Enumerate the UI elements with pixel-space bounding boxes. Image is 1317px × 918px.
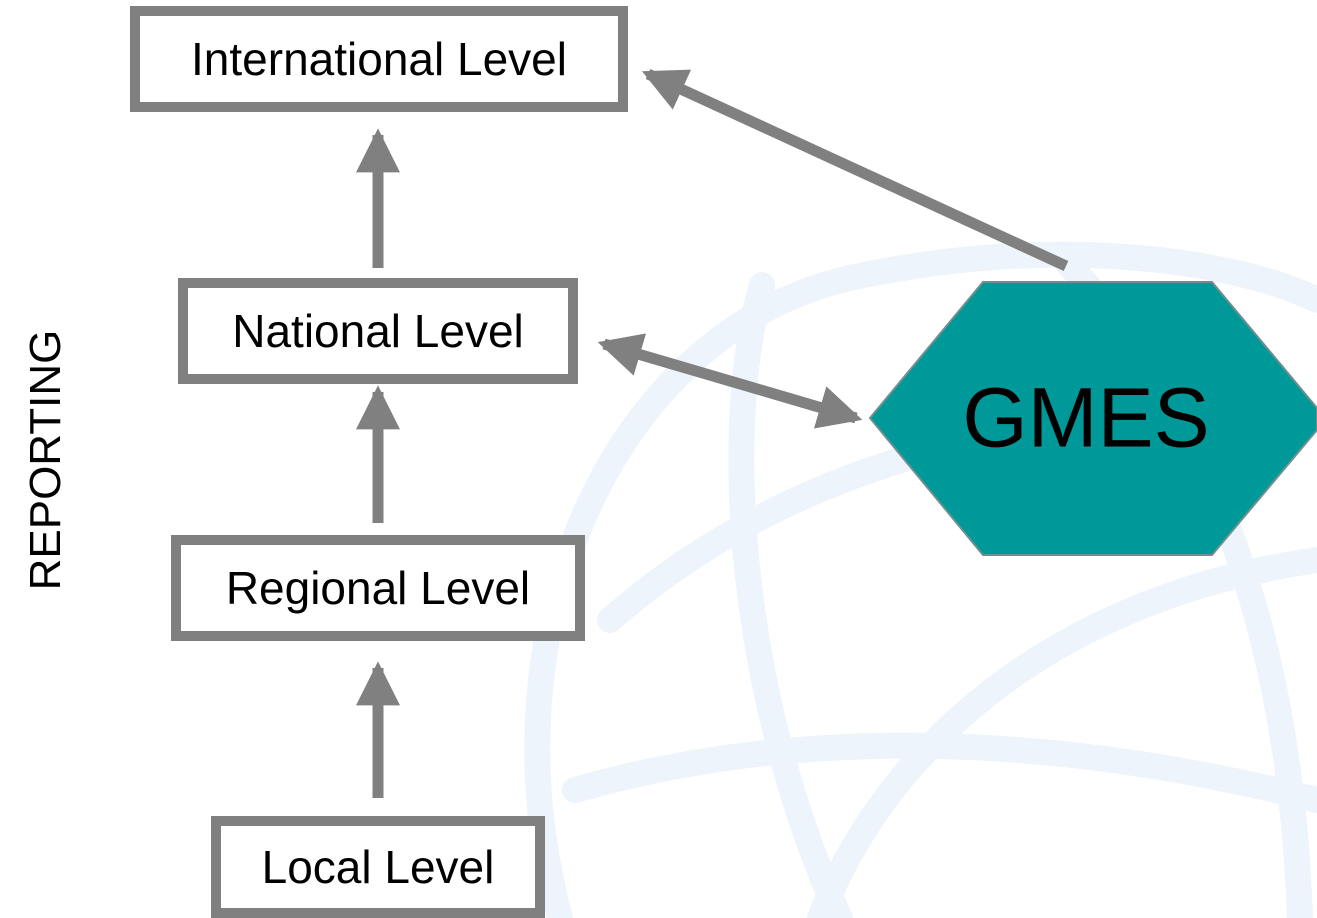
- globe-arc-inner: [807, 547, 1317, 918]
- globe-outline: [524, 241, 1317, 918]
- local-level-box: Local Level: [211, 816, 545, 918]
- arrow-gmes-to-international: [642, 69, 1069, 271]
- reporting-label: REPORTING: [21, 329, 70, 591]
- arrow-national-gmes-bidirectional: [597, 333, 863, 429]
- local-level-label: Local Level: [261, 841, 495, 893]
- regional-level-label: Regional Level: [225, 562, 531, 614]
- national-level-box: National Level: [178, 278, 578, 384]
- gmes-hexagon: [868, 281, 1317, 556]
- international-level-box: International Level: [130, 6, 628, 112]
- international-level-label: International Level: [191, 33, 567, 85]
- regional-level-box: Regional Level: [171, 535, 585, 641]
- globe-latitude-lower: [562, 732, 1317, 813]
- gmes-label: GMES: [962, 370, 1210, 465]
- national-level-label: National Level: [232, 305, 524, 357]
